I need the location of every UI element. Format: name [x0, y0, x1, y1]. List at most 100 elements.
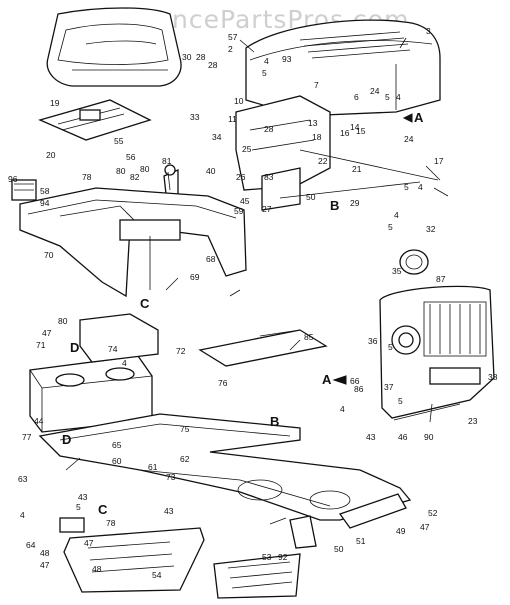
callout-label: 16 [340, 128, 350, 138]
callout-label: 66 [350, 376, 360, 386]
callout-label: 20 [46, 150, 56, 160]
callout-label: 18 [312, 132, 322, 142]
callout-label: 61 [148, 462, 158, 472]
callout-label: 93 [282, 54, 292, 64]
seat-bracket [38, 99, 152, 141]
light-assembly [11, 179, 37, 201]
callout-label: 83 [264, 172, 274, 182]
callout-label: 80 [140, 164, 150, 174]
callout-label: 30 [182, 52, 192, 62]
callout-label: 62 [180, 454, 190, 464]
callout-label: 4 [394, 210, 399, 220]
callout-label: 49 [396, 526, 406, 536]
callout-label: 48 [40, 548, 50, 558]
callout-label: 14 [350, 122, 360, 132]
callout-label: 11 [228, 114, 237, 124]
callout-label: 96 [8, 174, 18, 184]
connector-letter: C [98, 502, 108, 517]
callout-label: 28 [208, 60, 218, 70]
callout-label: 5 [262, 68, 267, 78]
callout-label: 10 [234, 96, 244, 106]
callout-label: 22 [318, 156, 328, 166]
callout-label: 47 [84, 538, 94, 548]
callout-label: 27 [262, 204, 272, 214]
callout-label: 74 [108, 344, 118, 354]
seat [46, 7, 182, 87]
main-frame [38, 413, 412, 549]
connector-letter: B [330, 198, 339, 213]
callout-label: 77 [22, 432, 32, 442]
leader-lines [65, 37, 449, 525]
callout-label: 48 [92, 564, 102, 574]
callout-label: 40 [206, 166, 216, 176]
callout-label: 19 [50, 98, 60, 108]
callout-label: 38 [488, 372, 498, 382]
callout-label: 55 [114, 136, 124, 146]
callout-label: 90 [424, 432, 434, 442]
callout-label: 4 [264, 56, 269, 66]
callout-label: 70 [44, 250, 54, 260]
callout-label: 47 [420, 522, 430, 532]
callout-label: 5 [76, 502, 81, 512]
callout-label: 43 [164, 506, 174, 516]
callout-label: 6 [354, 92, 359, 102]
callout-label: 50 [334, 544, 344, 554]
dash-bracket [235, 95, 331, 211]
callout-label: 28 [196, 52, 206, 62]
callout-label: 28 [264, 124, 274, 134]
callout-label: 52 [428, 508, 438, 518]
connector-letter: D [62, 432, 71, 447]
callout-label: 32 [426, 224, 436, 234]
callout-label: 26 [236, 172, 246, 182]
callout-label: 57 [228, 32, 238, 42]
headlight [399, 249, 429, 275]
grille-panel [379, 285, 495, 421]
callout-label: 75 [180, 424, 190, 434]
callout-label: 85 [304, 332, 314, 342]
callout-label: 86 [354, 384, 364, 394]
callout-label: 3 [426, 26, 431, 36]
arrow-icon [402, 113, 413, 123]
callout-label: 45 [240, 196, 250, 206]
callout-label: 5 [388, 222, 393, 232]
callout-label: 15 [356, 126, 366, 136]
callout-label: 4 [340, 404, 345, 414]
footrest-right [213, 553, 301, 599]
callout-label: 29 [350, 198, 360, 208]
connector-letter: B [270, 414, 279, 429]
connector-letter: A [322, 372, 332, 387]
callout-label: 51 [356, 536, 366, 546]
connector-letter: D [70, 340, 79, 355]
connector-letters: A A B B C C D D [62, 110, 424, 517]
arrow-icon [332, 375, 347, 385]
callout-label: 43 [78, 492, 88, 502]
callout-label: 63 [18, 474, 28, 484]
connector-letter: C [140, 296, 150, 311]
callout-label: 5 [398, 396, 403, 406]
callout-label: 47 [40, 560, 50, 570]
callout-label: 50 [306, 192, 316, 202]
callout-label: 54 [152, 570, 162, 580]
callout-label: 4 [20, 510, 25, 520]
callout-label: 59 [234, 206, 244, 216]
callout-label: 5 [404, 182, 409, 192]
callout-label: 53 [262, 552, 272, 562]
callout-label: 5 [388, 342, 393, 352]
callout-label: 80 [58, 316, 68, 326]
callout-label: 58 [40, 186, 50, 196]
step-bracket [59, 517, 85, 533]
rod-17 [299, 149, 439, 181]
callout-label: 4 [122, 358, 127, 368]
callout-labels: 3 57 2 30 28 28 4 5 93 10 7 6 24 5 4 15 … [8, 26, 498, 580]
callout-label: 44 [34, 416, 44, 426]
callout-label: 71 [36, 340, 46, 350]
callout-label: 17 [434, 156, 444, 166]
callout-label: 87 [436, 274, 446, 284]
battery-bracket [79, 313, 159, 363]
callout-label: 78 [82, 172, 92, 182]
callout-label: 60 [112, 456, 122, 466]
callout-label: 76 [218, 378, 228, 388]
callout-label: 73 [166, 472, 176, 482]
callout-label: 81 [162, 156, 172, 166]
